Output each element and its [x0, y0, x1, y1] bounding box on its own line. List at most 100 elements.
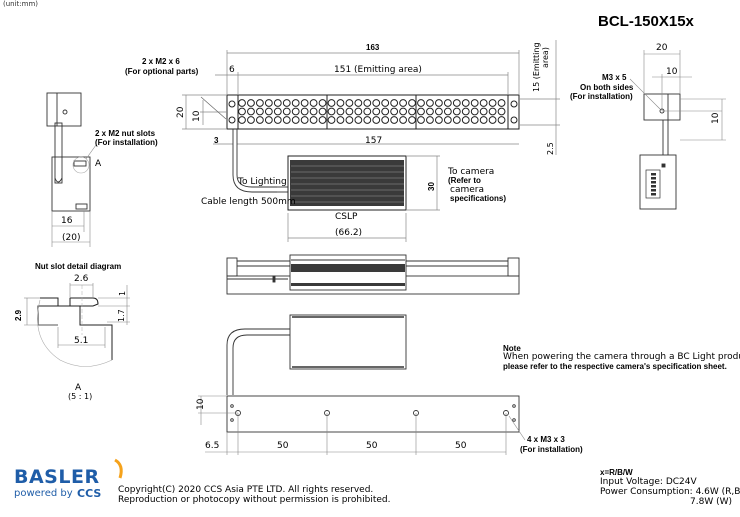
led-icon: [318, 99, 327, 107]
led-icon: [390, 99, 399, 107]
led-icon: [238, 107, 246, 116]
led-icon: [354, 116, 363, 124]
spec-variant: x=R/B/W: [600, 468, 633, 477]
led-icon: [372, 107, 381, 116]
ccs-logo: CCS: [77, 487, 102, 500]
spec-power: Power Consumption: 4.6W (R,B): [600, 487, 740, 497]
cable: [232, 129, 288, 193]
led-icon: [256, 107, 264, 116]
led-icon: [390, 116, 399, 124]
refer-note-3: specifications): [450, 194, 507, 203]
dim-pitch-1: 50: [277, 441, 289, 451]
basler-logo: BASLER: [14, 466, 100, 488]
led-icon: [479, 107, 488, 116]
dimension-lines: [182, 40, 560, 155]
led-icon: [256, 116, 264, 124]
screw-callout-note: (For optional parts): [125, 67, 199, 76]
dim-emitting-height-2: area): [541, 47, 550, 68]
dim-bottom-10: 10: [196, 398, 206, 410]
led-icon: [247, 99, 255, 107]
led-icon: [497, 107, 506, 116]
led-icon: [479, 99, 488, 107]
led-icon: [300, 99, 309, 107]
dim-nut-height: 2.9: [14, 309, 23, 321]
led-icon: [309, 116, 318, 124]
small-hole-icon: [512, 404, 516, 408]
led-icon: [426, 107, 434, 116]
led-icon: [452, 116, 461, 124]
led-icon: [282, 107, 291, 116]
led-icon: [247, 116, 255, 124]
to-camera-label: To camera: [448, 167, 495, 177]
refer-note-1: (Refer to: [448, 176, 481, 185]
mount-hole-icon: [510, 116, 518, 124]
nut-slot-callout-note: (For installation): [95, 138, 158, 147]
dim-edge-offset: 6: [229, 65, 235, 75]
led-icon: [309, 107, 318, 116]
mount-hole-icon: [228, 100, 236, 108]
led-icon: [273, 99, 282, 107]
dim-side-width: 20: [656, 43, 668, 53]
led-icon: [399, 107, 408, 116]
m3-callout: M3 x 5: [602, 73, 627, 82]
nut-slot-callout: 2 x M2 nut slots: [95, 129, 156, 138]
note-line-1: When powering the camera through a BC Li…: [503, 352, 740, 362]
dim-cable-offset: 3: [214, 136, 219, 145]
led-icon: [479, 116, 488, 124]
dim-20-ref: (20): [62, 233, 81, 243]
cable-length-label: Cable length 500mm: [201, 197, 296, 207]
dim-total-length: 163: [366, 43, 380, 52]
led-icon: [435, 99, 443, 107]
led-icon: [435, 116, 443, 124]
led-icon: [417, 116, 425, 124]
led-icon: [291, 99, 300, 107]
led-icon: [399, 116, 408, 124]
led-icon: [247, 107, 255, 116]
led-icon: [470, 99, 479, 107]
dim-bottom-offset: 2.5: [546, 142, 555, 155]
m3x3-callout-note: (For installation): [520, 445, 583, 454]
controller-name: CSLP: [335, 212, 358, 222]
led-icon: [354, 107, 363, 116]
led-icon: [452, 99, 461, 107]
led-icon: [264, 116, 273, 124]
controller-top-view: [287, 155, 440, 242]
led-icon: [381, 116, 390, 124]
led-icon: [381, 99, 390, 107]
dim-nut-top: 2.6: [74, 274, 89, 284]
led-icon: [291, 107, 300, 116]
mount-hole-icon: [228, 116, 236, 124]
led-icon: [264, 107, 273, 116]
led-icon: [417, 99, 425, 107]
led-icon: [435, 107, 443, 116]
screw-callout: 2 x M2 x 6: [142, 57, 180, 66]
led-icon: [345, 116, 354, 124]
led-array: [238, 99, 506, 124]
dip-switch-icon: [651, 173, 656, 176]
led-icon: [318, 107, 327, 116]
led-icon: [354, 99, 363, 107]
led-icon: [273, 107, 282, 116]
dip-switch-icon: [651, 193, 656, 196]
led-icon: [291, 116, 300, 124]
led-icon: [327, 99, 336, 107]
m3-callout-note: (For installation): [570, 92, 633, 101]
led-icon: [417, 107, 425, 116]
led-icon: [336, 116, 345, 124]
led-icon: [426, 99, 434, 107]
dip-switch-icon: [651, 177, 656, 180]
small-hole-icon: [512, 418, 516, 422]
led-icon: [426, 116, 434, 124]
controller-side-view: [226, 314, 407, 395]
led-icon: [238, 99, 246, 107]
powered-by-label: powered by: [14, 488, 73, 499]
dip-switch-icon: [651, 189, 656, 192]
led-icon: [256, 99, 264, 107]
dim-nut-width: 5.1: [74, 336, 89, 346]
dim-controller-height: 30: [427, 182, 436, 191]
led-icon: [363, 116, 372, 124]
note-heading: Note: [503, 344, 521, 353]
led-icon: [408, 99, 416, 107]
led-icon: [488, 107, 497, 116]
